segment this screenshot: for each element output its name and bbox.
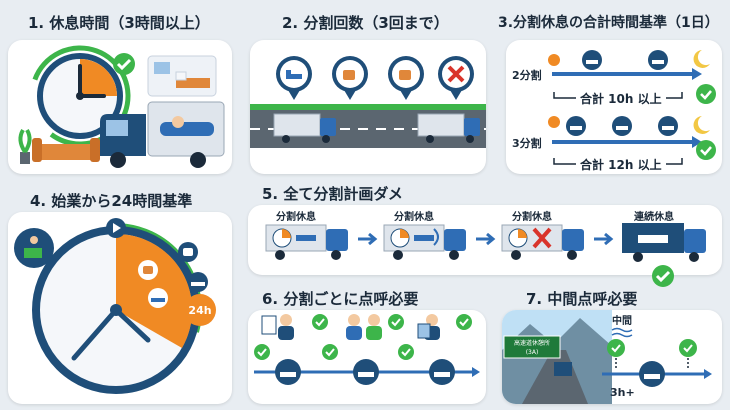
highway-rest-area-icon: [502, 310, 612, 404]
arrow-icon: [594, 232, 614, 246]
sleeper-truck-icon: [100, 101, 225, 168]
middle-label: 中間: [612, 314, 632, 327]
panel-3-card: 2分割 合計 10h 以上 3分割 合計 12h 以上: [506, 40, 722, 174]
tablet-person-icon: [417, 314, 440, 340]
bedroom-icon: [147, 55, 217, 97]
moon-icon: [693, 116, 710, 134]
badge-24h-text: 24h: [188, 304, 211, 317]
panel-1-title: 1. 休息時間（3時間以上）: [28, 14, 210, 32]
bed-pin-icon: [648, 50, 668, 70]
panel-7-title: 7. 中間点呼必要: [526, 290, 638, 308]
panel-1-card: [8, 40, 232, 174]
cross-pin-icon: [438, 56, 474, 100]
check-icon: [652, 265, 674, 287]
forklift-icon: [14, 228, 54, 268]
panel-6-card: [248, 310, 486, 404]
row2-total: 合計 12h 以上: [576, 156, 666, 173]
plant-icon: [18, 128, 32, 164]
rest-area-sign: 高速道休憩所: [514, 339, 550, 347]
panel-4-card: 24h: [8, 212, 232, 404]
coffee-pin-icon: [332, 56, 368, 100]
bed-pin-icon: [275, 359, 301, 385]
step-3-label: 分割休息: [512, 212, 552, 223]
panel-7-card: 高速道休憩所 (3A) 中間 3h+: [502, 310, 722, 404]
check-icon: [388, 314, 404, 330]
panel-4-title: 4. 始業から24時間基準: [30, 192, 193, 210]
bed-pin-icon: [276, 56, 312, 100]
check-icon: [254, 344, 270, 360]
panel-2-title: 2. 分割回数（3回まで）: [282, 14, 449, 32]
coffee-pin-icon: [388, 56, 424, 100]
bed-icon: [148, 288, 168, 308]
sofa-icon: [32, 138, 100, 162]
wave-icon: [611, 327, 633, 338]
truck-prohibited-icon: [501, 224, 584, 260]
step-4-label: 連続休息: [634, 212, 674, 223]
row1-total: 合計 10h 以上: [576, 90, 666, 107]
check-icon: [696, 84, 716, 104]
moon-icon: [693, 50, 710, 68]
bed-pin-icon: [429, 359, 455, 385]
truck-split-rest-icon: [383, 224, 466, 260]
two-people-icon: [346, 314, 382, 340]
truck-icon: [417, 113, 480, 143]
bed-pin-icon: [658, 116, 678, 136]
check-icon: [679, 339, 697, 357]
badge-24h: [184, 294, 216, 326]
bed-pin-icon: [353, 359, 379, 385]
sun-icon: [548, 54, 560, 66]
check-icon: [456, 314, 472, 330]
clipboard-person-icon: [261, 314, 294, 340]
step-2-label: 分割休息: [394, 212, 434, 223]
check-icon: [322, 344, 338, 360]
truck-split-rest-icon: [265, 224, 348, 260]
bed-pin-icon: [639, 361, 665, 387]
duration-label: 3h+: [610, 386, 635, 399]
bed-icon: [188, 272, 208, 292]
play-marker-icon: [106, 218, 126, 238]
check-icon: [607, 339, 625, 357]
truck-continuous-rest-icon: [622, 223, 706, 262]
step-1-label: 分割休息: [276, 212, 316, 223]
panel-5-card: 分割休息 分割休息 分割休息 連続休息: [248, 205, 722, 275]
truck-icon: [273, 113, 336, 143]
row2-label: 3分割: [512, 137, 542, 150]
row1-label: 2分割: [512, 69, 542, 82]
coffee-icon: [138, 260, 158, 280]
check-icon: [398, 344, 414, 360]
clock-icon: [32, 223, 202, 394]
rest-area-sign-sub: (3A): [526, 349, 539, 356]
check-icon: [113, 53, 135, 75]
bed-pin-icon: [566, 116, 586, 136]
panel-5-title: 5. 全て分割計画ダメ: [262, 185, 403, 203]
bed-pin-icon: [582, 50, 602, 70]
check-icon: [696, 140, 716, 160]
check-icon: [312, 314, 328, 330]
arrow-icon: [358, 232, 378, 246]
panel-6-title: 6. 分割ごとに点呼必要: [262, 290, 419, 308]
panel-2-card: [250, 40, 486, 174]
arrow-icon: [476, 232, 496, 246]
sun-icon: [548, 116, 560, 128]
clock-icon: [29, 45, 131, 147]
bed-pin-icon: [612, 116, 632, 136]
panel-3-title: 3.分割休息の合計時間基準（1日）: [498, 15, 719, 31]
coffee-icon: [178, 242, 198, 262]
